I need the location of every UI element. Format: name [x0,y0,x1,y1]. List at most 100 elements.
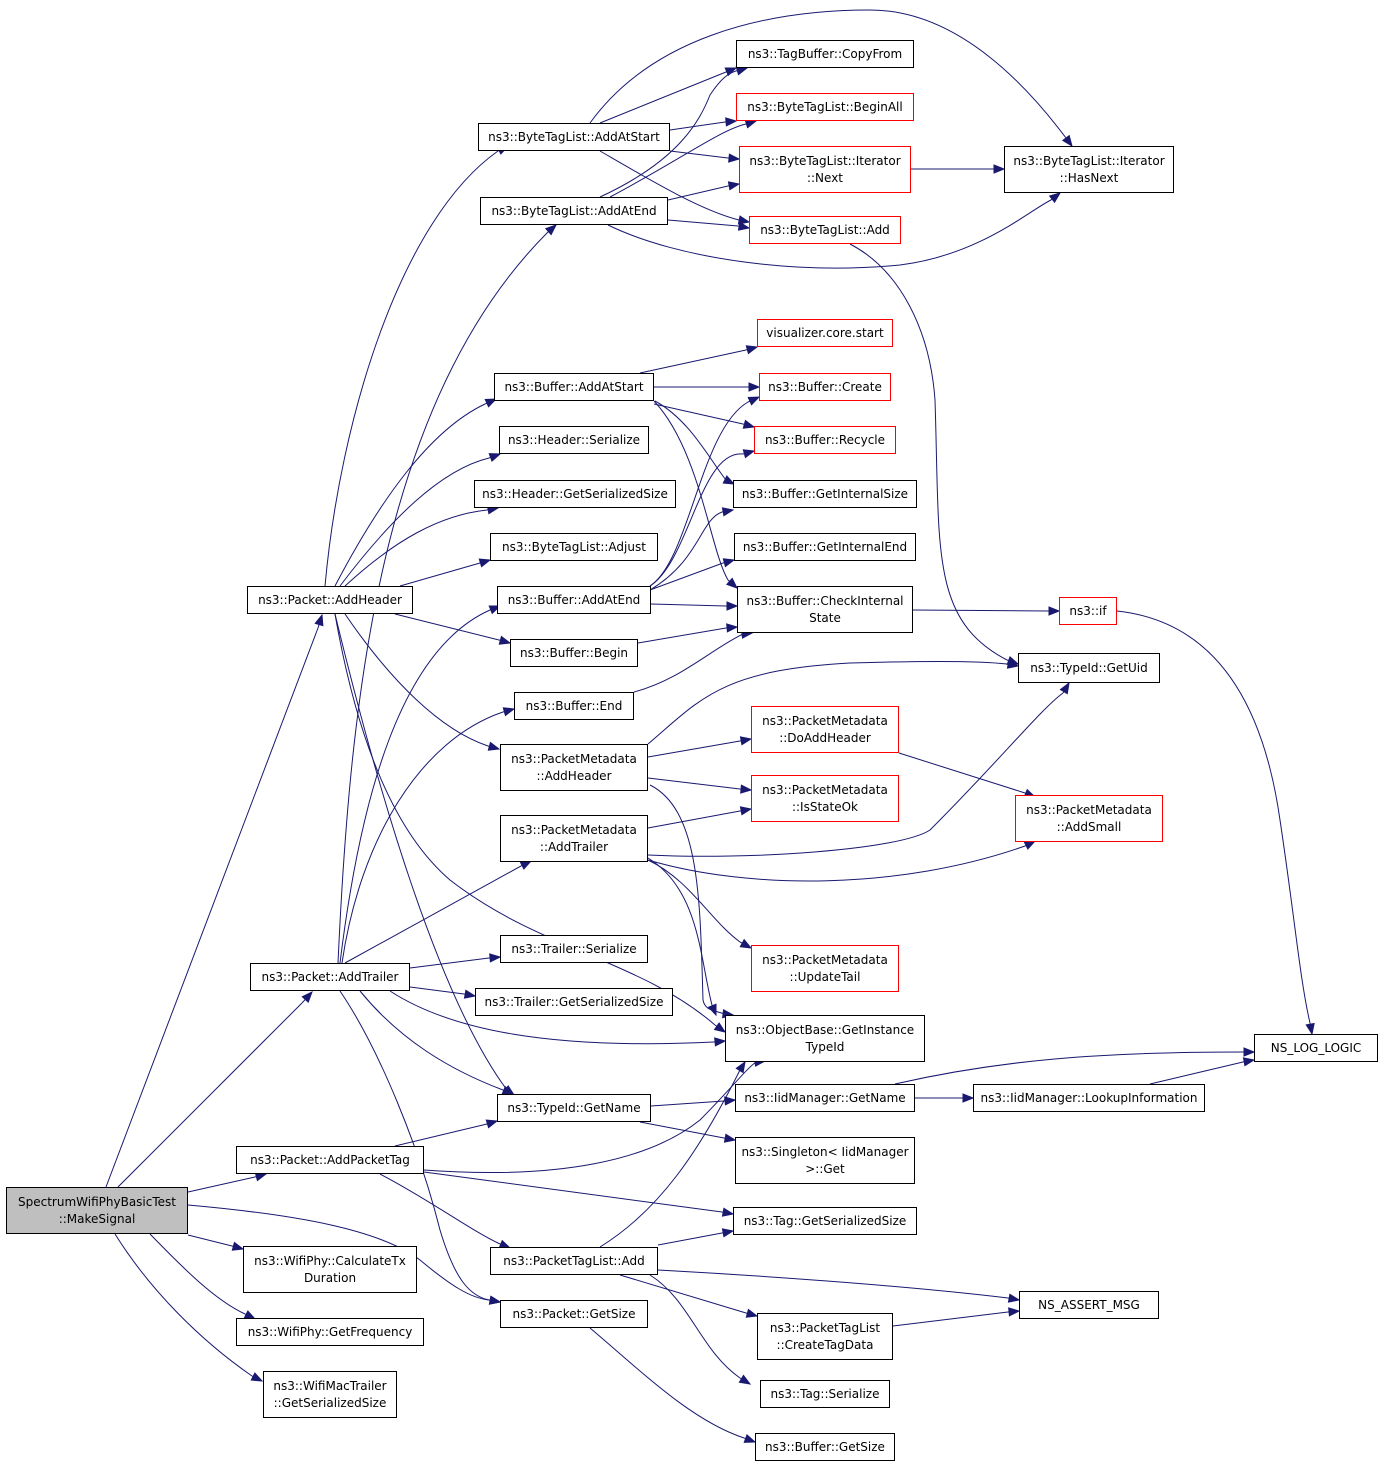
node-tag-serialize[interactable]: ns3::Tag::Serialize [760,1380,890,1408]
edge-btlae-to-begin-all [609,123,747,198]
arrowhead-icon [721,1207,735,1217]
node-label: ::UpdateTail [789,969,861,984]
node-packet-get-size[interactable]: ns3::Packet::GetSize [500,1300,648,1328]
node-btl-iter-hasnext[interactable]: ns3::ByteTagList::Iterator::HasNext [1004,146,1174,193]
node-pm-is-state-ok[interactable]: ns3::PacketMetadata::IsStateOk [751,775,899,822]
node-label: ns3::Packet::AddHeader [258,592,402,607]
node-pm-update-tail[interactable]: ns3::PacketMetadata::UpdateTail [751,945,899,992]
node-label: ns3::ByteTagList::AddAtEnd [491,203,657,218]
node-buf-end[interactable]: ns3::Buffer::End [514,692,634,720]
arrowhead-icon [722,558,736,568]
edge-at-to-trailer-serialize [409,957,490,969]
node-btl-add-at-end[interactable]: ns3::ByteTagList::AddAtEnd [480,197,668,225]
arrowhead-icon [737,221,751,231]
node-ns-assert-msg[interactable]: NS_ASSERT_MSG [1019,1291,1159,1319]
edge-apt-to-tag-get-ser-size [423,1171,723,1213]
node-ns-log-logic[interactable]: NS_LOG_LOGIC [1254,1034,1378,1062]
arrowhead-icon [745,1308,759,1318]
node-typeid-get-name[interactable]: ns3::TypeId::GetName [497,1094,651,1122]
arrowhead-icon [487,741,501,751]
arrowhead-icon [737,215,751,225]
edge-at-to-packet-get-size [339,990,490,1301]
node-buf-create[interactable]: ns3::Buffer::Create [759,373,891,401]
arrowhead-icon [742,419,756,429]
node-header-get-ser-size[interactable]: ns3::Header::GetSerializedSize [474,480,676,508]
node-buf-get-size[interactable]: ns3::Buffer::GetSize [755,1433,895,1461]
arrowhead-icon [735,66,749,76]
node-iidmgr-get-name[interactable]: ns3::IidManager::GetName [735,1084,915,1112]
node-btl-add-at-start[interactable]: ns3::ByteTagList::AddAtStart [478,123,670,151]
arrowhead-icon [725,117,738,127]
node-buf-begin[interactable]: ns3::Buffer::Begin [510,639,638,667]
arrowhead-icon [724,67,738,77]
node-label: ns3::Buffer::GetSize [765,1439,885,1454]
node-label: ::AddSmall [1056,819,1122,834]
node-btl-add[interactable]: ns3::ByteTagList::Add [749,216,901,244]
node-label: ns3::ByteTagList::AddAtStart [488,129,660,144]
edge-ah-to-btl-adjust [399,562,481,587]
node-label: ns3::Packet::AddTrailer [261,969,399,984]
arrowhead-icon [463,989,477,999]
node-label: ns3::ByteTagList::Iterator [749,153,901,168]
node-add-packet-tag[interactable]: ns3::Packet::AddPacketTag [236,1146,424,1174]
edge-btlas-to-begin-all [669,121,726,131]
node-trailer-serialize[interactable]: ns3::Trailer::Serialize [500,935,648,963]
node-buf-get-internal-size[interactable]: ns3::Buffer::GetInternalSize [733,480,917,508]
node-label: ns3::IidManager::LookupInformation [980,1090,1198,1105]
node-label: ns3::WifiMacTrailer [273,1378,387,1393]
node-vis-core-start[interactable]: visualizer.core.start [757,319,893,347]
edge-apt-to-ptl-add [379,1173,501,1245]
node-typeid-get-uid[interactable]: ns3::TypeId::GetUid [1018,653,1160,683]
arrowhead-icon [544,224,558,236]
node-pm-add-header[interactable]: ns3::PacketMetadata::AddHeader [500,744,648,791]
node-label: ::DoAddHeader [779,730,871,745]
edge-at-to-objbase [389,990,715,1045]
node-ptl-create-tag-data[interactable]: ns3::PacketTagList::CreateTagData [757,1313,893,1360]
node-tagbuffer-copyfrom[interactable]: ns3::TagBuffer::CopyFrom [736,40,914,68]
arrowhead-icon [1305,1022,1315,1036]
node-get-frequency[interactable]: ns3::WifiPhy::GetFrequency [236,1318,424,1346]
node-trailer-get-ser-size[interactable]: ns3::Trailer::GetSerializedSize [475,988,673,1016]
edge-getname-to-singleton [639,1121,725,1139]
node-label: ns3::PacketMetadata [511,751,637,766]
edge-btlae-to-iter-next [667,185,729,201]
node-buf-get-internal-end[interactable]: ns3::Buffer::GetInternalEnd [734,533,916,561]
node-label: State [809,610,841,625]
edge-btlas-to-iter-next [669,150,729,159]
node-add-header[interactable]: ns3::Packet::AddHeader [247,586,413,614]
node-add-trailer[interactable]: ns3::Packet::AddTrailer [250,963,410,991]
arrowhead-icon [722,475,736,485]
arrowhead-icon [748,382,761,392]
node-singleton-get[interactable]: ns3::Singleton< IidManager>::Get [735,1137,915,1184]
node-buf-recycle[interactable]: ns3::Buffer::Recycle [754,426,896,454]
arrowhead-icon [707,1003,717,1017]
node-buf-add-at-end[interactable]: ns3::Buffer::AddAtEnd [497,586,651,614]
node-wifimac-trailer[interactable]: ns3::WifiMacTrailer::GetSerializedSize [263,1371,397,1418]
node-btl-begin-all[interactable]: ns3::ByteTagList::BeginAll [736,93,914,121]
edge-at-to-trailer-get-ser-size [409,986,465,995]
node-label: ns3::WifiPhy::CalculateTx [254,1253,406,1268]
node-btl-iter-next[interactable]: ns3::ByteTagList::Iterator::Next [739,146,911,193]
node-pm-add-trailer[interactable]: ns3::PacketMetadata::AddTrailer [500,815,648,862]
arrowhead-icon [1048,192,1062,204]
node-label: ns3::Buffer::GetInternalEnd [742,539,908,554]
node-btl-adjust[interactable]: ns3::ByteTagList::Adjust [490,533,658,561]
edge-doaddheader-to-addsmall [898,752,1026,794]
node-buf-add-at-start[interactable]: ns3::Buffer::AddAtStart [494,373,654,401]
node-iidmgr-lookup[interactable]: ns3::IidManager::LookupInformation [973,1084,1205,1112]
node-label: ns3::PacketMetadata [762,952,888,967]
node-tag-get-ser-size[interactable]: ns3::Tag::GetSerializedSize [733,1207,917,1235]
node-header-serialize[interactable]: ns3::Header::Serialize [499,426,649,454]
node-label: ns3::Header::GetSerializedSize [482,486,668,501]
node-ptl-add[interactable]: ns3::PacketTagList::Add [490,1247,658,1275]
node-ns3-if[interactable]: ns3::if [1059,597,1117,625]
edge-ptl-to-create-tag-data [619,1274,747,1314]
edge-at-to-buf-add-at-end [339,609,491,964]
node-pm-add-small[interactable]: ns3::PacketMetadata::AddSmall [1015,795,1163,842]
arrowhead-icon [726,577,739,589]
node-pm-do-add-header[interactable]: ns3::PacketMetadata::DoAddHeader [751,706,899,753]
node-label: ns3::Buffer::GetInternalSize [741,486,909,501]
